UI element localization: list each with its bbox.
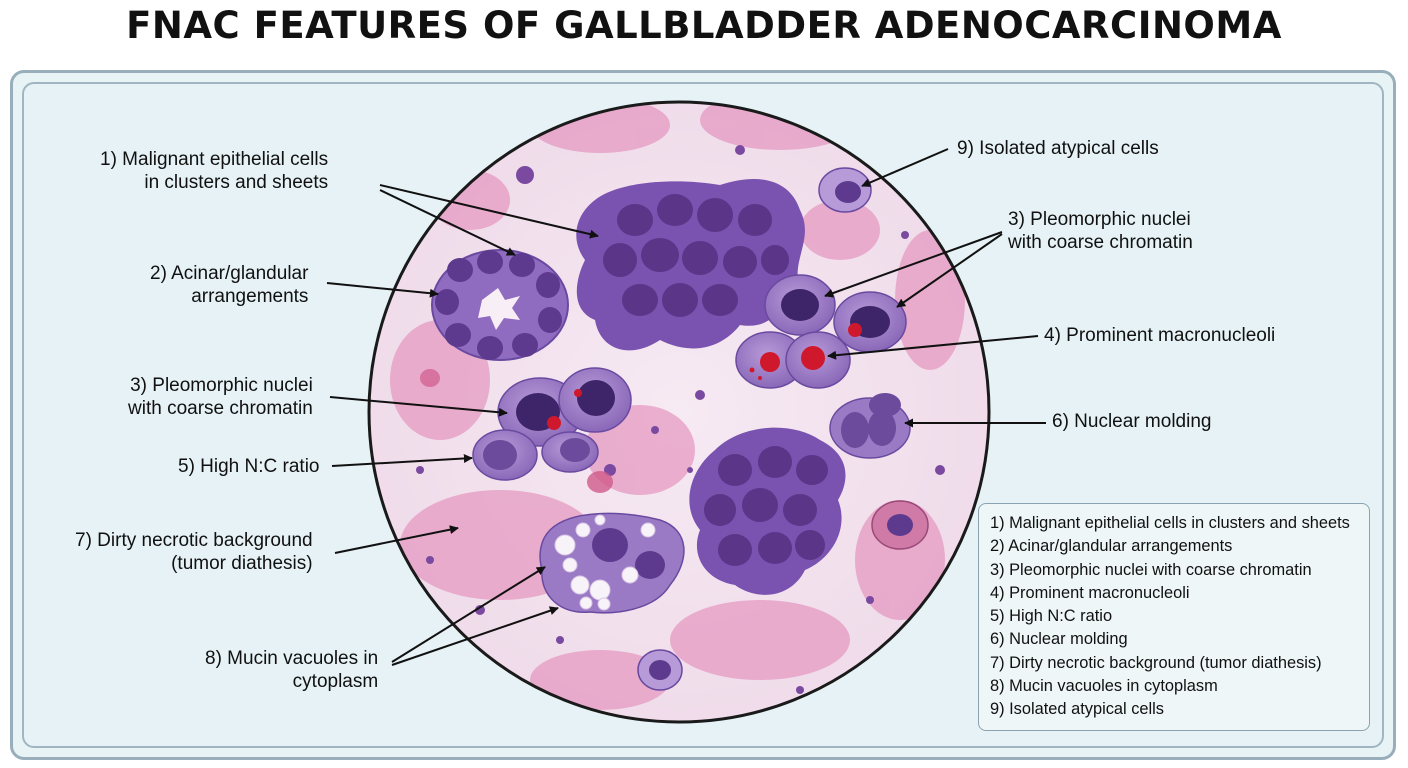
label-prominent-macronucleoli: 4) Prominent macronucleoli <box>1044 325 1276 346</box>
legend-item: 9) Isolated atypical cells <box>990 700 1165 719</box>
label-high-nc-ratio: 5) High N:C ratio <box>178 456 320 477</box>
pleomorphic-cells-left <box>472 367 632 481</box>
legend-item: 4) Prominent macronucleoli <box>990 583 1190 602</box>
legend-item: 5) High N:C ratio <box>990 607 1113 626</box>
legend-item: 7) Dirty necrotic background (tumor diat… <box>990 653 1322 672</box>
pleomorphic-cells-right <box>735 274 907 389</box>
legend-item: 8) Mucin vacuoles in cytoplasm <box>990 677 1218 696</box>
acinar-gland <box>431 249 569 361</box>
cell-cluster-upper <box>576 178 805 351</box>
label-isolated-atypical-cells: 9) Isolated atypical cells <box>957 138 1159 159</box>
micrograph-field <box>367 100 991 724</box>
page-title: FNAC FEATURES OF GALLBLADDER ADENOCARCIN… <box>126 4 1282 47</box>
label-nuclear-molding: 6) Nuclear molding <box>1052 411 1212 432</box>
legend-box: 1) Malignant epithelial cells in cluster… <box>978 503 1370 731</box>
label-dirty-necrotic-background: 7) Dirty necrotic background(tumor diath… <box>75 530 313 574</box>
callout-arrows <box>326 148 1046 666</box>
cell-cluster-lower <box>689 427 846 595</box>
legend-item: 2) Acinar/glandular arrangements <box>990 537 1233 556</box>
micrograph-border <box>367 100 991 724</box>
legend-item: 6) Nuclear molding <box>990 630 1128 649</box>
legend-item: 3) Pleomorphic nuclei with coarse chroma… <box>990 560 1312 579</box>
legend-item: 1) Malignant epithelial cells in cluster… <box>990 514 1350 532</box>
mucin-vacuole-cluster <box>539 512 685 614</box>
isolated-atypical-cells <box>637 167 929 691</box>
nuclear-molding-cells <box>829 393 911 459</box>
